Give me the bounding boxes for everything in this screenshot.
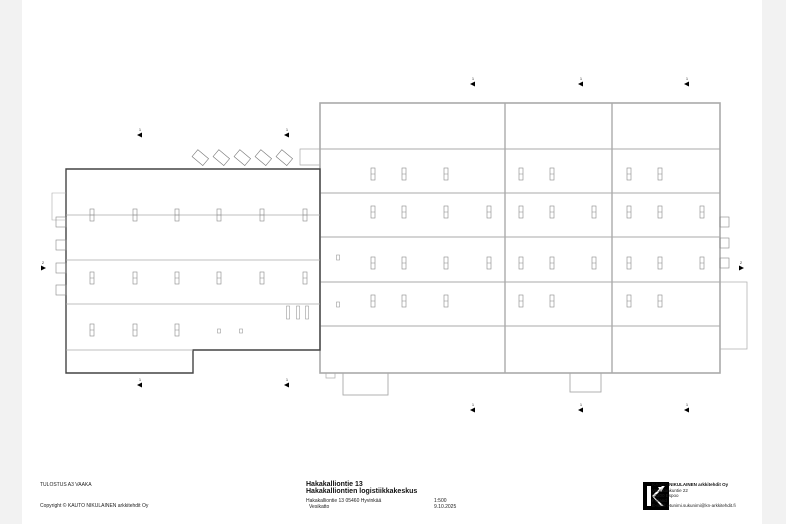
drawing-sheet: 1 1 1 1 1 1 1 1 1 1 2 2 TULOSTUS A3 VAAKA Copyright… (22, 0, 762, 524)
section-label: 1 (286, 377, 289, 382)
section-label: 1 (286, 127, 289, 132)
section-label: 1 (686, 402, 689, 407)
annex (299, 148, 320, 166)
office-street: Vuorikonkuntie 22 (652, 488, 688, 493)
dock-canopy (191, 149, 209, 166)
side-door (719, 237, 730, 249)
section-marker-icon (739, 265, 744, 271)
side-door (55, 262, 67, 274)
drawing-name: Vesikatto (309, 504, 330, 510)
print-note: TULOSTUS A3 VAAKA (40, 482, 92, 488)
section-label: 1 (580, 76, 583, 81)
annex-small (325, 372, 336, 379)
office-country: Finland (652, 498, 667, 503)
section-marker-icon (137, 382, 142, 388)
office-name: KAUTO NIKULAINEN arkkitehdit Oy (652, 482, 729, 487)
skylight-small (286, 305, 290, 320)
office-logo (643, 482, 669, 510)
section-marker-icon (470, 407, 475, 413)
skylight-small (296, 305, 300, 320)
section-marker-icon (284, 382, 289, 388)
side-door (719, 216, 730, 228)
annex-south-1 (342, 372, 389, 396)
roof-hatch (217, 328, 221, 334)
dock-canopy (212, 149, 230, 166)
section-label: 1 (686, 76, 689, 81)
roof-hatch (239, 328, 243, 334)
section-label: 2 (42, 260, 45, 265)
copyright: Copyright © KAUTO NIKULAINEN arkkitehdit… (40, 503, 149, 509)
section-marker-icon (684, 407, 689, 413)
annex-south-2 (569, 372, 602, 393)
section-label: 1 (139, 127, 142, 132)
project-title: Hakakalliontie 13 (306, 481, 363, 488)
office-postal: 02200 Espoo (652, 493, 679, 498)
section-marker-icon (137, 132, 142, 138)
office-email: E-mail: etunimi.sukunimi@kn-arkkitehdit.… (652, 503, 736, 508)
section-label: 1 (472, 402, 475, 407)
section-label: 1 (580, 402, 583, 407)
dock-canopy (233, 149, 251, 166)
side-door (719, 257, 730, 269)
skylight-small (305, 305, 309, 320)
roof-hatch (336, 254, 340, 261)
section-marker-icon (578, 407, 583, 413)
roof-hatch (336, 301, 340, 308)
side-door (55, 216, 67, 228)
section-marker-icon (284, 132, 289, 138)
annex-east (719, 281, 748, 350)
roof-plan-drawing: 1 1 1 1 1 1 1 1 1 1 2 2 (41, 76, 748, 413)
section-marker-icon (470, 81, 475, 87)
section-marker-icon (684, 81, 689, 87)
scale: 1:500 (434, 498, 447, 504)
section-marker-icon (578, 81, 583, 87)
section-label: 2 (740, 260, 743, 265)
section-marker-icon (41, 265, 46, 271)
section-label: 1 (139, 377, 142, 382)
building-west-outline (65, 168, 321, 374)
building-east-outline (319, 102, 721, 374)
project-subtitle: Hakakalliontien logistiikkakeskus (306, 488, 418, 495)
date: 9.10.2025 (434, 504, 457, 510)
dock-canopy (254, 149, 272, 166)
dock-canopy (275, 149, 293, 166)
section-label: 1 (472, 76, 475, 81)
side-door (55, 239, 67, 251)
project-address: Hakakalliontie 13 05460 Hyvinkää (306, 498, 382, 504)
side-door (55, 284, 67, 296)
annex-west (51, 192, 66, 221)
